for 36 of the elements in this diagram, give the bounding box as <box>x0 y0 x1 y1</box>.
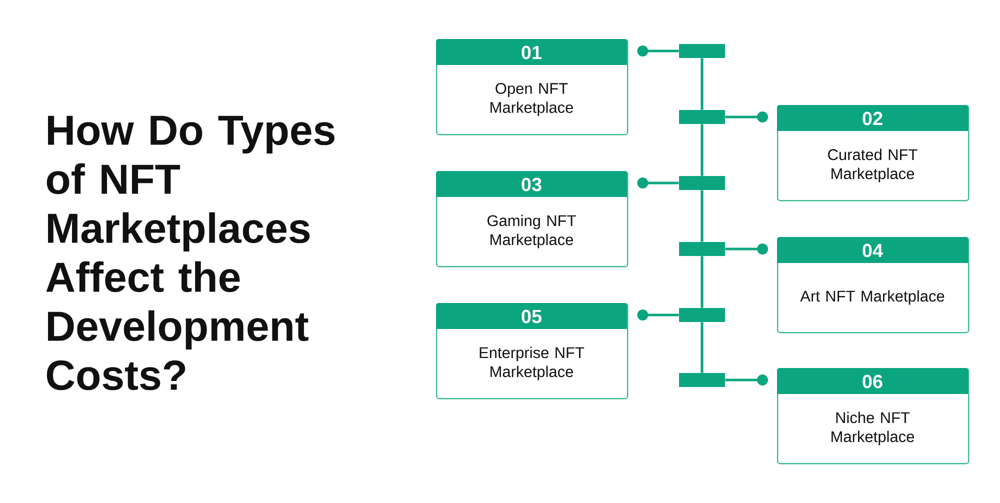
card <box>777 105 970 202</box>
connector-line <box>637 46 679 56</box>
timeline-bar <box>679 110 725 124</box>
number-header: 03 <box>436 171 627 197</box>
card-text: Curated NFT Marketplace <box>828 148 918 182</box>
connector-line <box>637 310 679 320</box>
card-text: Niche NFT Marketplace <box>832 412 914 446</box>
connector-line <box>725 112 768 122</box>
timeline-line <box>700 322 704 373</box>
card <box>436 39 628 136</box>
card-text: Gaming NFT Marketplace <box>488 214 576 248</box>
timeline-bar <box>679 242 725 256</box>
title: How Do Types of NFT Marketplaces Affect the Development Costs? <box>46 116 334 390</box>
timeline-line <box>700 124 704 176</box>
timeline-bar <box>679 308 725 322</box>
card <box>777 368 970 464</box>
card-text: Enterprise NFT Marketplace <box>480 346 584 380</box>
number-header: 04 <box>777 237 968 263</box>
timeline-line <box>700 256 704 308</box>
timeline-bar <box>679 44 725 58</box>
timeline-bar <box>679 176 725 190</box>
number-header: 02 <box>777 105 968 131</box>
timeline-line <box>700 190 704 242</box>
number-header: 06 <box>777 368 968 394</box>
timeline-bar <box>679 373 725 387</box>
card <box>777 237 970 334</box>
number-header: 01 <box>436 39 627 65</box>
timeline-line <box>700 58 704 110</box>
number-header: 05 <box>436 303 627 329</box>
connector-line <box>725 374 768 386</box>
card-text: Open NFT Marketplace <box>490 82 574 116</box>
connector-line <box>725 244 768 254</box>
card-text: Art NFT Marketplace <box>800 290 944 305</box>
card <box>436 303 628 400</box>
connector-line <box>637 178 679 188</box>
card <box>436 171 628 268</box>
